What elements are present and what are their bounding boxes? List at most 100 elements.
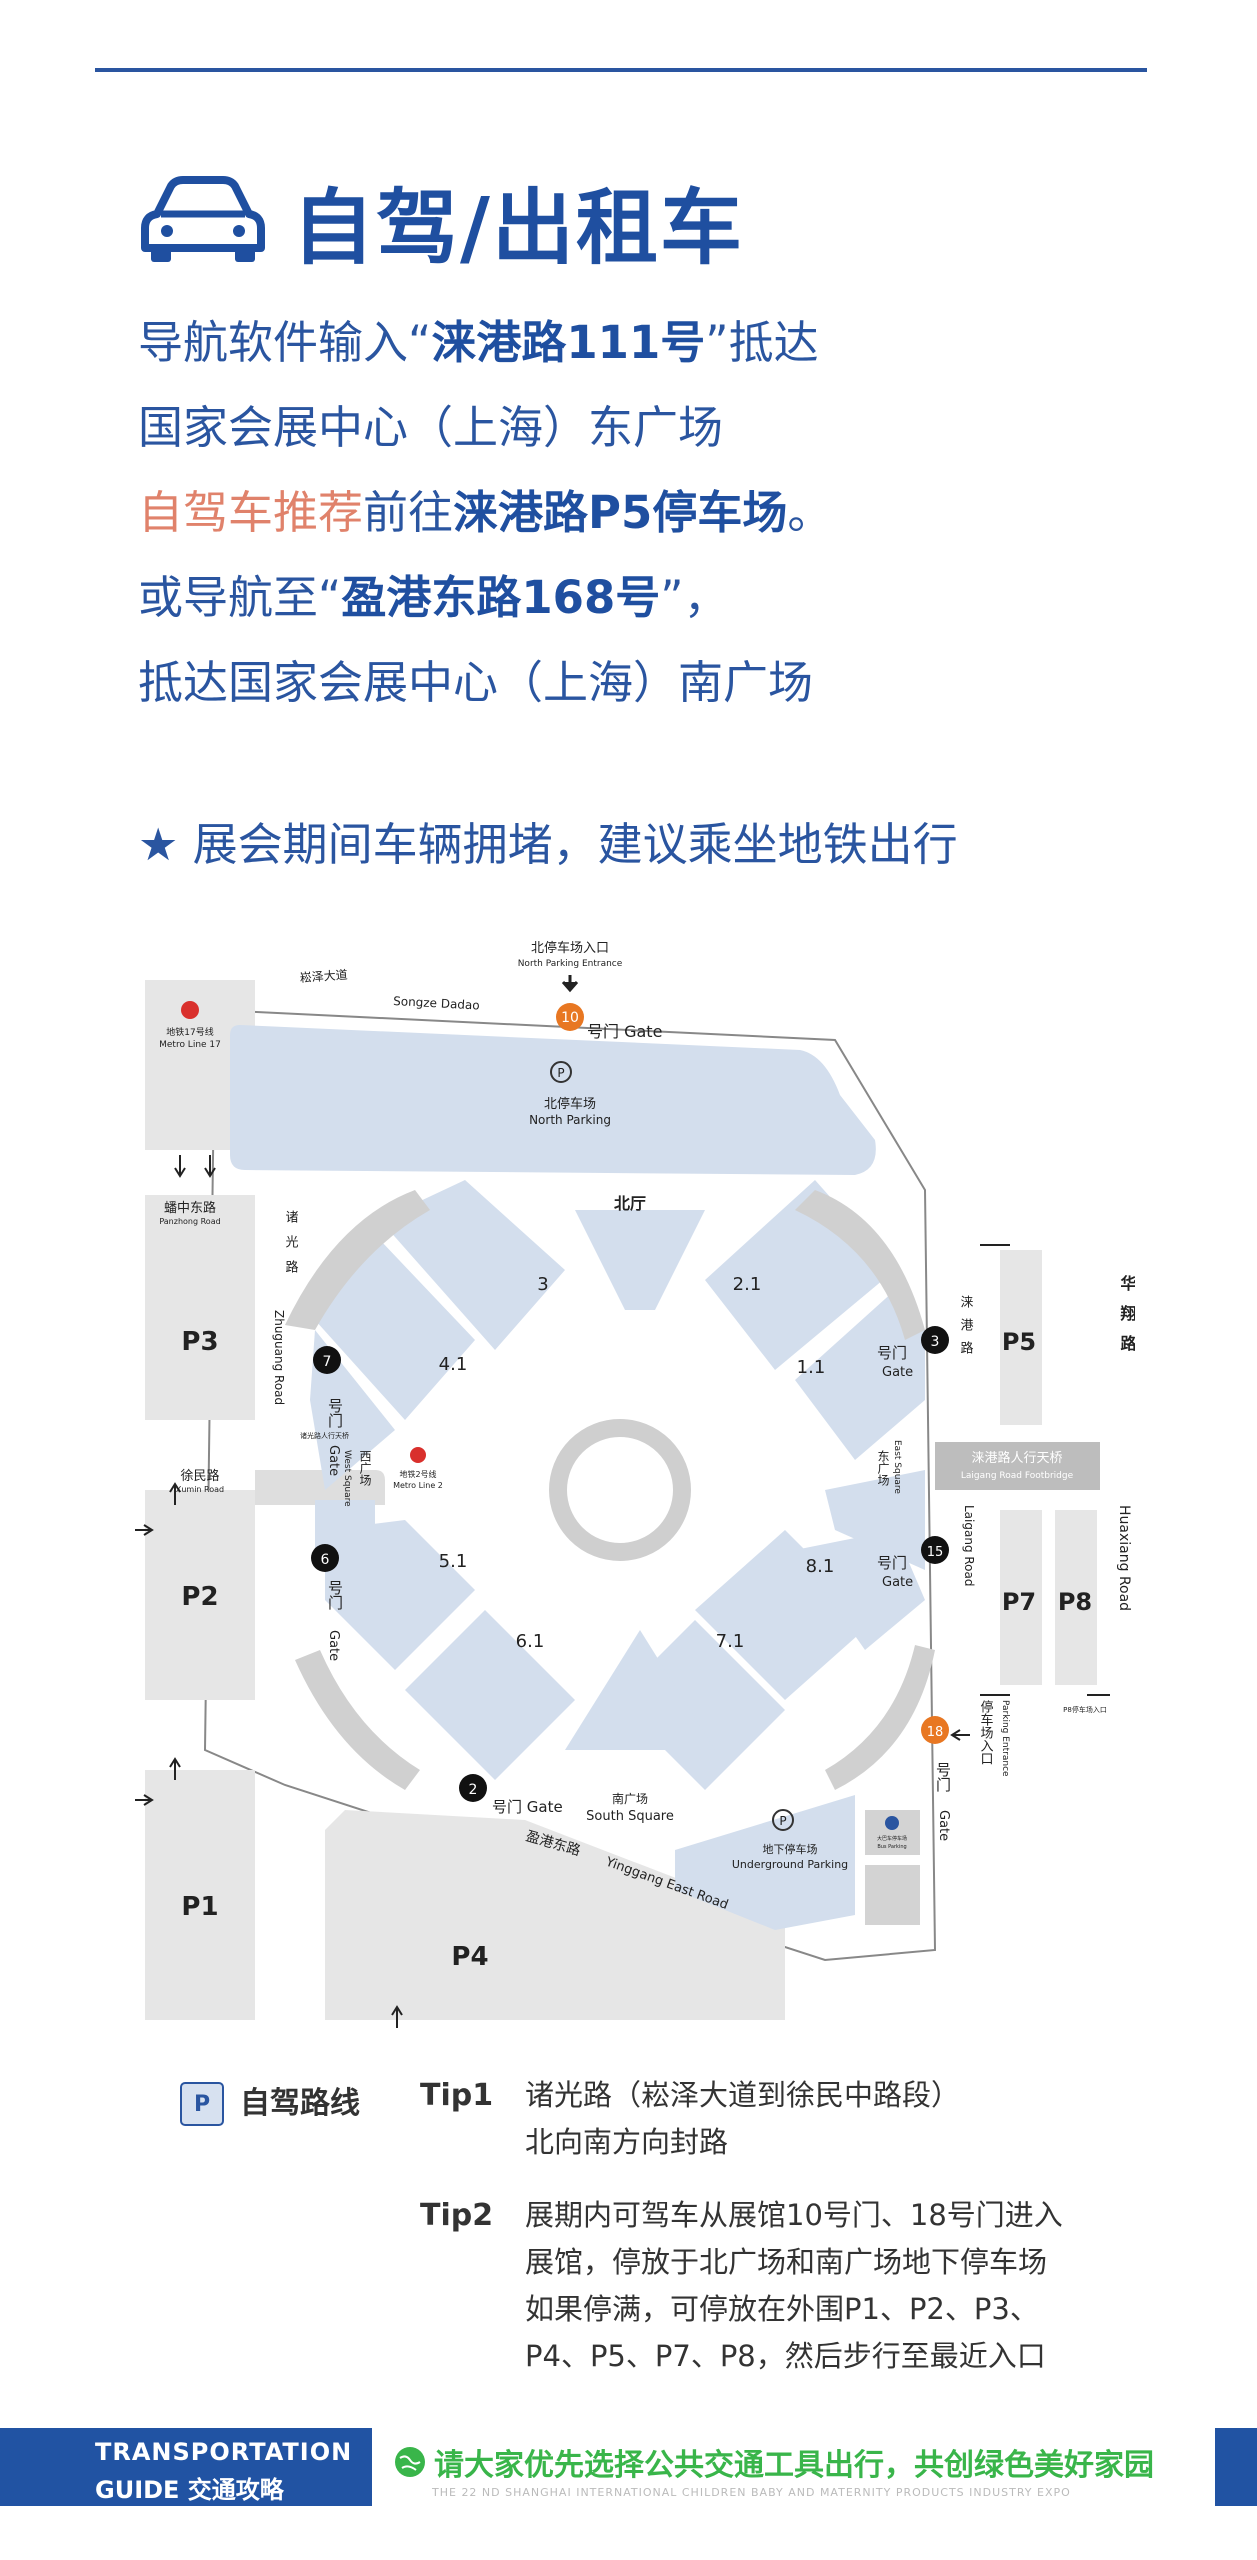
metro-icon xyxy=(181,1001,199,1019)
gate-10-label: 号门 Gate xyxy=(587,1022,662,1041)
gate-3-number: 3 xyxy=(931,1334,940,1350)
driving-instructions: 导航软件输入“涞港路111号”抵达 国家会展中心（上海）东广场 自驾车推荐前往涞… xyxy=(138,300,1218,725)
north-parking-label-en: North Parking xyxy=(529,1113,611,1127)
xumin-road-label-en: Xumin Road xyxy=(176,1485,224,1494)
gate-6-label: 号门 xyxy=(326,1580,344,1611)
p7-lot xyxy=(1000,1510,1042,1685)
gate-18-number: 18 xyxy=(927,1725,944,1740)
metro-icon xyxy=(410,1447,426,1463)
east-square-label: 东广场 xyxy=(876,1450,890,1486)
zhuguang-road-label: 诸光路 xyxy=(283,1210,299,1285)
tip2-text: 展期内可驾车从展馆10号门、18号门进入 展馆，停放于北广场和南广场地下停车场 … xyxy=(525,2198,1063,2373)
section-heading: 自驾/出租车 xyxy=(135,165,744,276)
car-icon xyxy=(141,176,265,262)
west-square-label-en: West Square xyxy=(342,1450,352,1507)
hall-3-label: 3 xyxy=(537,1274,548,1295)
gate-7-marker xyxy=(313,1346,341,1374)
gate-6-label-en: Gate xyxy=(326,1630,341,1661)
p3-label: P3 xyxy=(181,1327,218,1357)
north-entrance-label: 北停车场入口 xyxy=(531,940,609,956)
venue-map-svg: 北停车场入口 North Parking Entrance 崧泽大道 Songz… xyxy=(135,940,1138,2028)
gate-18-marker xyxy=(921,1716,949,1744)
p5-label: P5 xyxy=(1002,1328,1036,1356)
gate-18-label: 号门 xyxy=(934,1762,952,1793)
hall-51-label: 5.1 xyxy=(439,1551,468,1572)
xumin-road-label: 徐民路 xyxy=(180,1468,219,1484)
p8-entrance-label: P8停车场入口 xyxy=(1063,1705,1107,1714)
p2-label: P2 xyxy=(181,1582,218,1612)
metro2-label: 地铁2号线 xyxy=(399,1469,436,1479)
hall-61-label: 6.1 xyxy=(516,1631,545,1652)
legend-label: 自驾路线 xyxy=(240,2086,360,2121)
tip1-text: 诸光路（崧泽大道到徐民中路段） 北向南方向封路 xyxy=(525,2078,961,2159)
north-parking-label: 北停车场 xyxy=(544,1096,596,1112)
panzhong-road-label: 蟠中东路 xyxy=(164,1200,216,1216)
hall-81-label: 8.1 xyxy=(806,1556,835,1577)
laigang-road-label-en: Laigang Road xyxy=(962,1505,976,1587)
laigang-footbridge xyxy=(935,1442,1100,1490)
p8-label: P8 xyxy=(1058,1588,1092,1616)
p5-lot xyxy=(1000,1250,1042,1425)
p1-label: P1 xyxy=(181,1892,218,1922)
north-hall-label: 北厅 xyxy=(614,1194,646,1213)
gate-2-marker xyxy=(459,1774,487,1802)
p3-lot xyxy=(145,1195,255,1420)
gate-3-marker xyxy=(921,1326,949,1354)
huaxiang-road-label: 华翔路 xyxy=(1118,1274,1136,1365)
gate-2-number: 2 xyxy=(469,1782,478,1798)
parking-symbol: P xyxy=(779,1814,786,1828)
instruction-line: 自驾车推荐前往涞港路P5停车场。 xyxy=(138,486,833,539)
metro17-label-en: Metro Line 17 xyxy=(159,1040,221,1050)
footer-accent-bar xyxy=(1215,2428,1257,2506)
songze-road-label-en: Songze Dadao xyxy=(393,994,480,1013)
south-square-label: 南广场 xyxy=(612,1791,648,1806)
tip1-label: Tip1 xyxy=(420,2078,494,2113)
p1-lot xyxy=(145,1770,255,2020)
gate-6-number: 6 xyxy=(321,1552,330,1568)
zhuguang-footbridge-label: 诸光路人行天桥 xyxy=(300,1431,349,1440)
north-entrance-label-en: North Parking Entrance xyxy=(518,959,623,969)
parking-symbol: P xyxy=(557,1066,564,1080)
venue-map: 北停车场入口 North Parking Entrance 崧泽大道 Songz… xyxy=(135,930,1138,2030)
north-parking-area xyxy=(230,1025,876,1175)
traffic-advice: ★ 展会期间车辆拥堵，建议乘坐地铁出行 xyxy=(138,818,958,871)
bus-parking-label-en: Bus Parking xyxy=(877,1844,906,1850)
huaxiang-road-label-en: Huaxiang Road xyxy=(1116,1505,1132,1611)
gate-15-number: 15 xyxy=(927,1545,944,1560)
footbridge-label-en: Laigang Road Footbridge xyxy=(961,1471,1074,1481)
gate-10-number: 10 xyxy=(561,1010,579,1026)
hall-21-label: 2.1 xyxy=(733,1274,762,1295)
p4-label: P4 xyxy=(451,1942,488,1972)
p7-label: P7 xyxy=(1002,1588,1036,1616)
zhuguang-road-label-en: Zhuguang Road xyxy=(272,1310,286,1405)
metro17-label: 地铁17号线 xyxy=(166,1026,213,1038)
underground-parking-label: 地下停车场 xyxy=(763,1842,818,1856)
parking-legend-icon: P xyxy=(180,2082,224,2126)
tip2-label: Tip2 xyxy=(420,2198,494,2233)
gate-7-label: 号门 xyxy=(326,1398,344,1429)
gate-3-label-en: Gate xyxy=(882,1365,913,1380)
east-square-label-en: East Square xyxy=(892,1440,902,1494)
hall-71-label: 7.1 xyxy=(716,1631,745,1652)
top-divider xyxy=(95,68,1147,72)
songze-road-label: 崧泽大道 xyxy=(299,968,348,985)
parking-entrance-label: 停车场入口 xyxy=(978,1699,994,1765)
parking-entrance-label-en: Parking Entrance xyxy=(1000,1700,1010,1777)
gate-18-label-en: Gate xyxy=(936,1810,951,1841)
bus-parking-label: 大巴车停车场 xyxy=(877,1835,907,1842)
p8-lot xyxy=(1055,1510,1097,1685)
hall-41-label: 4.1 xyxy=(439,1354,468,1375)
instruction-line: 国家会展中心（上海）东广场 xyxy=(138,401,724,454)
footbridge-label: 涞港路人行天桥 xyxy=(971,1450,1062,1466)
gate-7-number: 7 xyxy=(323,1354,332,1370)
gate-10-marker xyxy=(556,1003,584,1031)
instruction-line: 抵达国家会展中心（上海）南广场 xyxy=(138,656,814,709)
hall-11-label: 1.1 xyxy=(797,1357,826,1378)
p4-lot xyxy=(325,1810,785,2020)
gate-6-marker xyxy=(311,1544,339,1572)
footer-subline: THE 22 ND SHANGHAI INTERNATIONAL CHILDRE… xyxy=(432,2486,1071,2499)
instruction-line: 导航软件输入“涞港路111号”抵达 xyxy=(138,316,819,369)
page-title: 自驾/出租车 xyxy=(292,180,744,276)
gate-15-label: 号门 xyxy=(877,1554,907,1572)
p2-lot xyxy=(145,1490,255,1700)
